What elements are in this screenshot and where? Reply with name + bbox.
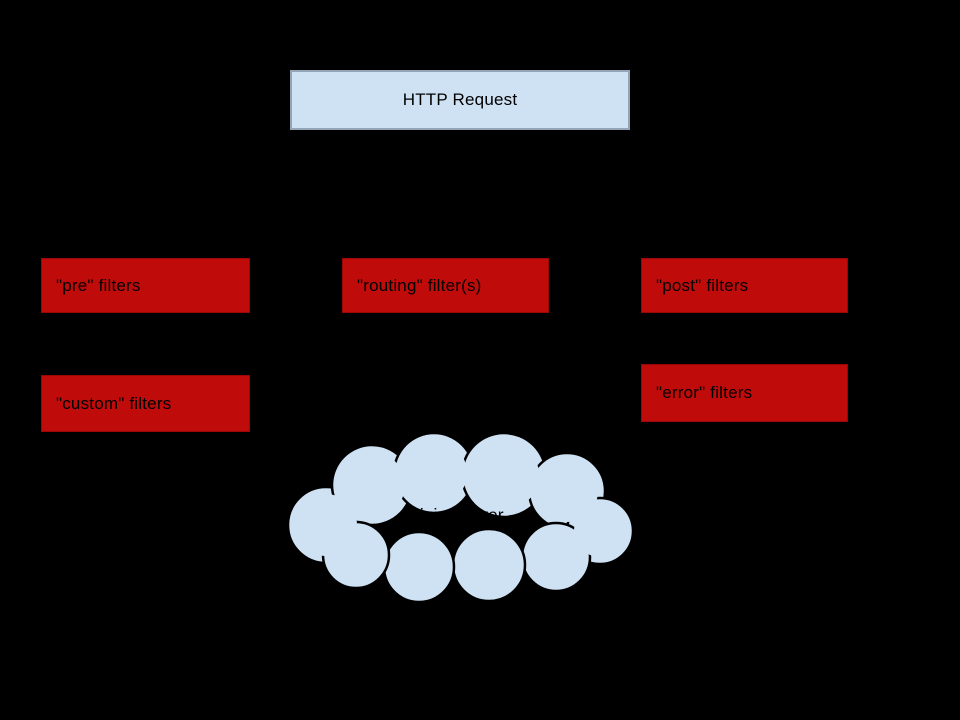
node-origin-server: Origin Server bbox=[286, 433, 635, 603]
node-http-request-label: HTTP Request bbox=[402, 90, 518, 109]
node-error-filters: "error" filters bbox=[641, 364, 848, 422]
node-post-filters-label: "post" filters bbox=[656, 275, 749, 295]
node-custom-filters-label: "custom" filters bbox=[56, 393, 172, 413]
cloud-shape-fill bbox=[295, 440, 626, 595]
node-origin-server-label: Origin Server bbox=[400, 505, 503, 525]
node-routing-filters-label: "routing" filter(s) bbox=[357, 275, 482, 295]
node-error-filters-label: "error" filters bbox=[656, 383, 753, 402]
node-custom-filters: "custom" filters bbox=[41, 375, 250, 432]
node-pre-filters: "pre" filters bbox=[41, 258, 250, 313]
node-post-filters: "post" filters bbox=[641, 258, 848, 313]
node-pre-filters-label: "pre" filters bbox=[56, 275, 141, 295]
node-http-request: HTTP Request bbox=[290, 70, 630, 130]
node-routing-filters: "routing" filter(s) bbox=[342, 258, 549, 313]
